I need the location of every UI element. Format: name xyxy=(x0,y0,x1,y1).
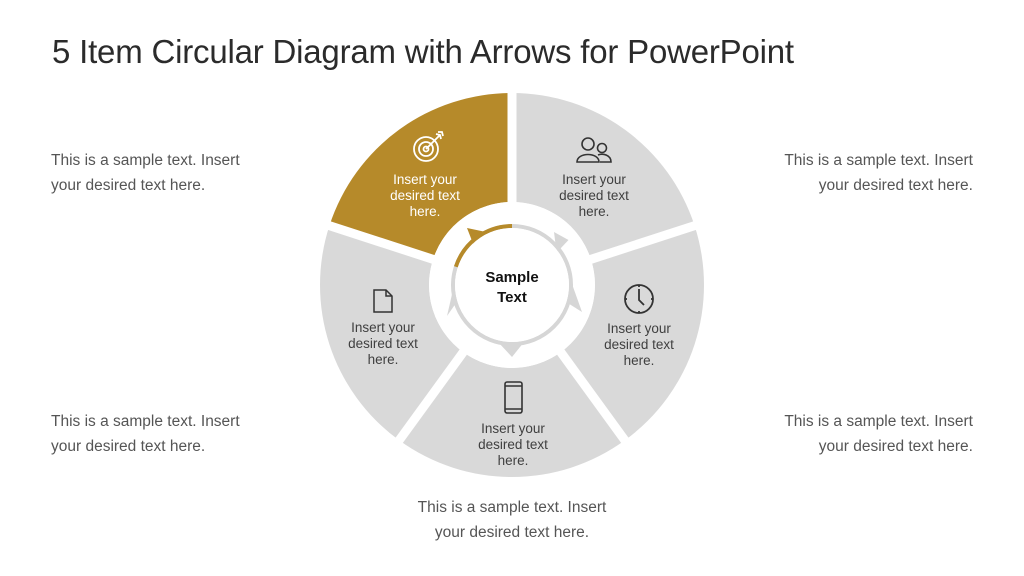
target-icon xyxy=(413,131,444,162)
side-text-bottom-right: This is a sample text. Insert your desir… xyxy=(733,409,973,459)
segment-label-line: here. xyxy=(367,352,399,367)
segment-label-line: Insert your xyxy=(607,321,671,336)
segment-label-top-left: Insert your desired text here. xyxy=(370,172,480,220)
segment-right[interactable] xyxy=(560,225,704,441)
segment-label-line: here. xyxy=(623,353,655,368)
segment-label-line: Insert your xyxy=(562,172,626,187)
segment-label-line: here. xyxy=(497,453,529,468)
center-label-line: Text xyxy=(497,289,527,306)
segment-label-left: Insert your desired text here. xyxy=(328,320,438,368)
segment-label-bottom: Insert your desired text here. xyxy=(458,421,568,469)
segment-label-line: here. xyxy=(578,204,610,219)
segment-label-line: desired text xyxy=(348,336,418,351)
segment-label-line: desired text xyxy=(390,188,460,203)
side-text-line: This is a sample text. Insert xyxy=(417,499,607,516)
center-label-line: Sample xyxy=(485,269,539,286)
segment-label-line: here. xyxy=(409,204,441,219)
arrowhead-top-right xyxy=(554,232,569,253)
center-label: Sample Text xyxy=(462,268,562,308)
center-disc xyxy=(455,228,569,342)
arrowhead-top-left xyxy=(467,228,486,246)
segment-label-line: Insert your xyxy=(393,172,457,187)
document-icon xyxy=(373,289,393,313)
arrow-ring xyxy=(447,224,582,357)
side-text-bottom-left: This is a sample text. Insert your desir… xyxy=(51,409,291,459)
clock-icon xyxy=(624,284,654,314)
side-text-line: This is a sample text. Insert xyxy=(51,152,240,169)
segment-label-line: desired text xyxy=(604,337,674,352)
side-text-line: This is a sample text. Insert xyxy=(784,413,973,430)
side-text-line: your desired text here. xyxy=(51,177,206,194)
page-title: 5 Item Circular Diagram with Arrows for … xyxy=(52,33,794,70)
side-text-line: your desired text here. xyxy=(434,524,590,541)
segment-label-right: Insert your desired text here. xyxy=(584,321,694,369)
segment-label-line: desired text xyxy=(559,188,629,203)
segment-left[interactable] xyxy=(320,225,464,441)
segment-label-line: desired text xyxy=(478,437,548,452)
mobile-phone-icon xyxy=(504,381,523,414)
segment-bottom[interactable] xyxy=(399,352,625,478)
arrowhead-bottom xyxy=(498,342,524,357)
side-text-bottom-center: This is a sample text. Insert your desir… xyxy=(392,495,632,545)
users-icon xyxy=(576,137,612,163)
side-text-top-right: This is a sample text. Insert your desir… xyxy=(733,148,973,198)
segment-label-top-right: Insert your desired text here. xyxy=(539,172,649,220)
segment-label-line: Insert your xyxy=(481,421,545,436)
side-text-line: This is a sample text. Insert xyxy=(784,152,973,169)
segment-top-left[interactable] xyxy=(329,93,512,260)
side-text-line: your desired text here. xyxy=(51,438,206,455)
arrowhead-left xyxy=(447,290,456,316)
side-text-line: your desired text here. xyxy=(818,177,973,194)
side-text-top-left: This is a sample text. Insert your desir… xyxy=(51,148,291,198)
side-text-line: your desired text here. xyxy=(818,438,973,455)
segment-label-line: Insert your xyxy=(351,320,415,335)
side-text-line: This is a sample text. Insert xyxy=(51,413,240,430)
arrowhead-right xyxy=(568,284,582,312)
segment-top-right[interactable] xyxy=(512,93,695,260)
